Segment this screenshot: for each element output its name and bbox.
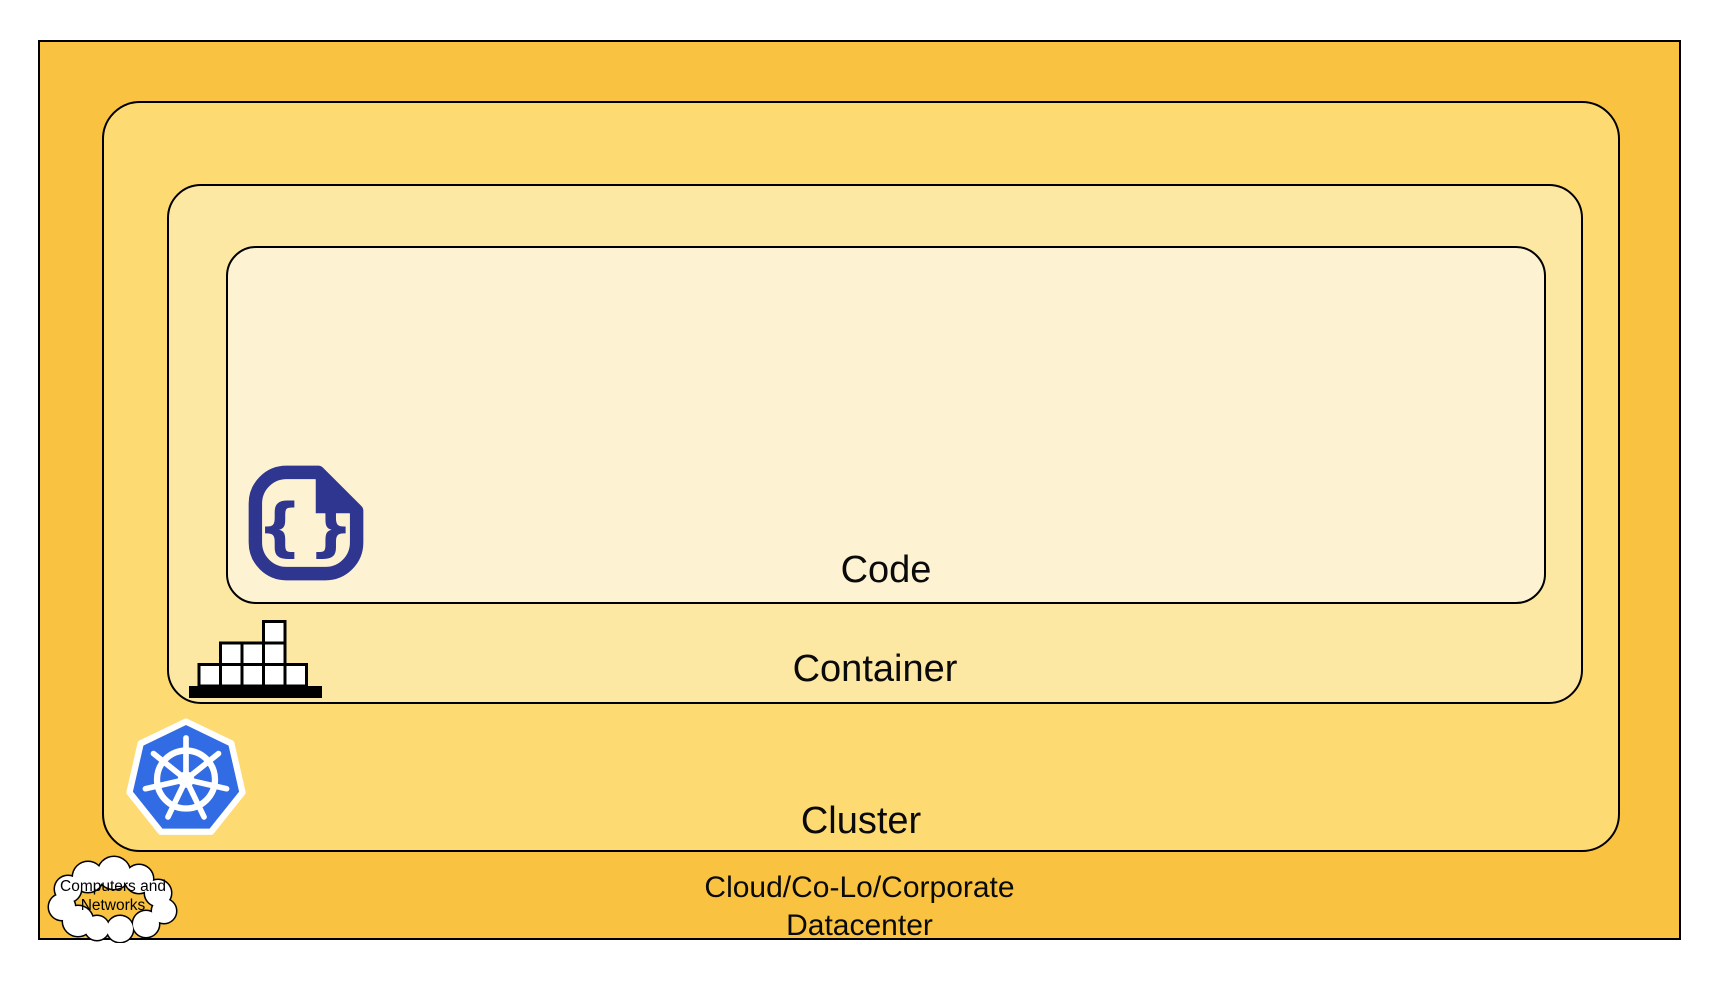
container-base-bar <box>189 686 322 698</box>
cloud-label-line2: Networks <box>81 897 146 914</box>
code-file-icon: {} <box>248 465 364 581</box>
cluster-label: Cluster <box>800 800 922 842</box>
datacenter-label: Cloud/Co-Lo/Corporate Datacenter <box>40 869 1679 945</box>
code-label: Code <box>840 549 932 591</box>
layer-datacenter: {} Code <box>38 40 1681 943</box>
layer-cluster: {} Code <box>102 101 1620 852</box>
kubernetes-wheel-hub <box>177 771 195 788</box>
code-file-braces: {} <box>257 490 360 564</box>
code-file-fold <box>315 472 357 514</box>
kubernetes-wheel-ring <box>153 747 219 812</box>
container-blocks-icon <box>189 620 322 698</box>
cloud-icon: Computers and Networks <box>47 855 178 943</box>
container-label: Container <box>792 648 958 690</box>
layer-container: {} Code <box>167 184 1583 704</box>
code-file-outline <box>248 465 364 581</box>
cloud-label-line1: Computers and <box>60 878 166 895</box>
datacenter-label-line2: Datacenter <box>786 909 933 942</box>
datacenter-label-line1: Cloud/Co-Lo/Corporate <box>704 871 1015 904</box>
kubernetes-helm-icon <box>126 718 246 835</box>
layer-code: {} Code <box>226 246 1546 604</box>
